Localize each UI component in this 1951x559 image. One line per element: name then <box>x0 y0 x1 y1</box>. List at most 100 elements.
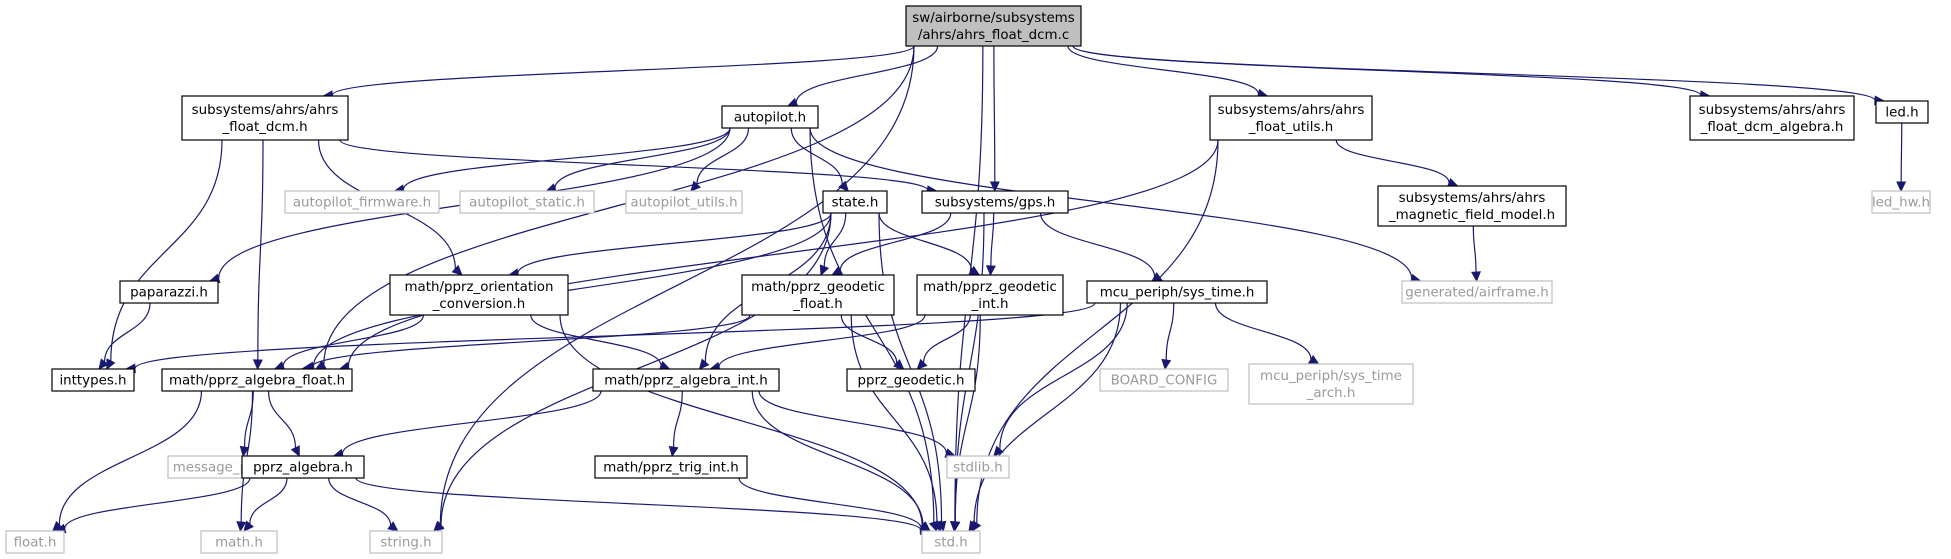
edge-arrowhead-dcm_h-to-orient_conv <box>451 264 463 276</box>
node-mag_model[interactable]: subsystems/ahrs/ahrs_magnetic_field_mode… <box>1377 185 1567 227</box>
node-box-dcm_algebra[interactable] <box>1689 95 1855 141</box>
edge-autopilot_h-to-ap_utils <box>696 127 750 185</box>
node-state_h[interactable]: state.h <box>822 190 888 214</box>
node-trig_int[interactable]: math/pprz_trig_int.h <box>594 455 748 479</box>
node-paparazzi[interactable]: paparazzi.h <box>119 280 219 304</box>
node-inttypes[interactable]: inttypes.h <box>51 368 135 392</box>
node-airframe[interactable]: generated/airframe.h <box>1401 280 1553 304</box>
edge-arrowhead-alg_float-to-math_h <box>236 521 247 533</box>
node-alg_float[interactable]: math/pprz_algebra_float.h <box>161 368 353 392</box>
node-box-orient_conv[interactable] <box>389 274 569 316</box>
node-stdlib[interactable]: stdlib.h <box>946 455 1010 479</box>
node-box-float_utils[interactable] <box>1209 95 1373 141</box>
edge-alg_float-to-float_h <box>58 390 203 525</box>
node-box-root[interactable] <box>905 5 1082 47</box>
node-box-state_h[interactable] <box>822 190 888 214</box>
node-box-inttypes[interactable] <box>51 368 135 392</box>
edge-state_h-to-geo_int <box>878 212 973 271</box>
node-sys_time_arch[interactable]: mcu_periph/sys_time_arch.h <box>1248 363 1414 405</box>
node-label-pprz_geodetic-0: pprz_geodetic.h <box>858 374 965 389</box>
edge-pprz_algebra-to-math_h <box>249 477 288 525</box>
edge-geo_int-to-std_h <box>954 314 981 523</box>
edge-autopilot_h-to-std_h <box>809 127 935 523</box>
edge-gps_h-to-geo_float <box>839 212 952 271</box>
edge-dcm_h-to-alg_float <box>257 139 264 361</box>
node-box-pprz_geodetic[interactable] <box>846 368 976 392</box>
node-string_h[interactable]: string.h <box>369 530 443 554</box>
edge-autopilot_h-to-ap_firmware <box>402 127 731 190</box>
node-label-ap_static-0: autopilot_static.h <box>469 196 585 211</box>
edge-arrowhead-geo_int-to-pprz_geodetic <box>916 358 928 370</box>
node-box-mag_model[interactable] <box>1377 185 1567 227</box>
node-box-gps_h[interactable] <box>921 190 1069 214</box>
node-box-alg_int[interactable] <box>592 368 780 392</box>
node-alg_int[interactable]: math/pprz_algebra_int.h <box>592 368 780 392</box>
edge-float_utils-to-mag_model <box>1335 139 1450 183</box>
node-box-geo_int[interactable] <box>916 274 1064 316</box>
edge-paparazzi-to-inttypes <box>103 302 151 362</box>
node-ap_firmware[interactable]: autopilot_firmware.h <box>284 190 440 214</box>
edge-arrowhead-sys_time-to-board_config <box>1161 358 1172 371</box>
node-label-board_config-0: BOARD_CONFIG <box>1111 374 1218 389</box>
edge-alg_int-to-trig_int <box>672 390 683 448</box>
node-box-sys_time[interactable] <box>1086 280 1268 304</box>
node-box-geo_float[interactable] <box>741 274 895 316</box>
node-pprz_geodetic[interactable]: pprz_geodetic.h <box>846 368 976 392</box>
node-std_h[interactable]: std.h <box>921 530 981 554</box>
node-box-trig_int[interactable] <box>594 455 748 479</box>
edge-float_utils-to-alg_float <box>347 139 1219 367</box>
node-ap_static[interactable]: autopilot_static.h <box>459 190 595 214</box>
node-dcm_algebra[interactable]: subsystems/ahrs/ahrs_float_dcm_algebra.h <box>1689 95 1855 141</box>
node-box-airframe[interactable] <box>1401 280 1553 304</box>
edge-geo_float-to-std_h <box>850 314 938 523</box>
node-root[interactable]: sw/airborne/subsystems/ahrs/ahrs_float_d… <box>905 5 1082 47</box>
edge-arrowhead-paparazzi-to-inttypes <box>98 358 109 370</box>
node-box-ap_static[interactable] <box>459 190 595 214</box>
node-box-autopilot_h[interactable] <box>721 105 819 129</box>
node-geo_int[interactable]: math/pprz_geodetic_int.h <box>916 274 1064 316</box>
node-board_config[interactable]: BOARD_CONFIG <box>1099 368 1229 392</box>
node-led_h[interactable]: led.h <box>1875 100 1929 124</box>
node-box-ap_firmware[interactable] <box>284 190 440 214</box>
node-box-led_hw[interactable] <box>1871 190 1931 214</box>
node-label-root-0: sw/airborne/subsystems <box>912 11 1074 26</box>
node-box-math_h[interactable] <box>200 530 278 554</box>
node-autopilot_h[interactable]: autopilot.h <box>721 105 819 129</box>
graph-edges <box>51 45 1907 536</box>
edge-root-to-autopilot_h <box>795 45 939 103</box>
node-box-stdlib[interactable] <box>946 455 1010 479</box>
node-box-string_h[interactable] <box>369 530 443 554</box>
node-math_h[interactable]: math.h <box>200 530 278 554</box>
node-pprz_algebra[interactable]: pprz_algebra.h <box>241 455 365 479</box>
graph-nodes: sw/airborne/subsystems/ahrs/ahrs_float_d… <box>5 5 1931 554</box>
node-box-board_config[interactable] <box>1099 368 1229 392</box>
node-box-sys_time_arch[interactable] <box>1248 363 1414 405</box>
node-box-ap_utils[interactable] <box>625 190 743 214</box>
node-gps_h[interactable]: subsystems/gps.h <box>921 190 1069 214</box>
node-box-alg_float[interactable] <box>161 368 353 392</box>
node-dcm_h[interactable]: subsystems/ahrs/ahrs_float_dcm.h <box>181 95 349 141</box>
node-label-dcm_h-1: _float_dcm.h <box>221 120 307 135</box>
node-float_utils[interactable]: subsystems/ahrs/ahrs_float_utils.h <box>1209 95 1373 141</box>
edge-sys_time-to-sys_time_arch <box>1214 302 1312 360</box>
edge-arrowhead-mag_model-to-airframe <box>1471 271 1481 283</box>
edge-led_h-to-led_hw <box>1900 122 1903 183</box>
node-box-dcm_h[interactable] <box>181 95 349 141</box>
node-ap_utils[interactable]: autopilot_utils.h <box>625 190 743 214</box>
node-box-std_h[interactable] <box>921 530 981 554</box>
node-box-paparazzi[interactable] <box>119 280 219 304</box>
node-label-alg_float-0: math/pprz_algebra_float.h <box>169 374 345 389</box>
node-led_hw[interactable]: led_hw.h <box>1871 190 1931 214</box>
node-box-pprz_algebra[interactable] <box>241 455 365 479</box>
edge-autopilot_h-to-ap_static <box>554 127 731 189</box>
edge-alg_int-to-std_h <box>751 390 924 526</box>
node-float_h[interactable]: float.h <box>5 530 65 554</box>
node-sys_time[interactable]: mcu_periph/sys_time.h <box>1086 280 1268 304</box>
node-box-led_h[interactable] <box>1875 100 1929 124</box>
node-orient_conv[interactable]: math/pprz_orientation_conversion.h <box>389 274 569 316</box>
edge-arrowhead-alg_float-to-pprz_algebra <box>290 445 300 458</box>
node-label-dcm_algebra-1: _float_dcm_algebra.h <box>1700 120 1844 135</box>
node-label-state_h-0: state.h <box>832 196 879 211</box>
node-box-float_h[interactable] <box>5 530 65 554</box>
node-geo_float[interactable]: math/pprz_geodetic_float.h <box>741 274 895 316</box>
